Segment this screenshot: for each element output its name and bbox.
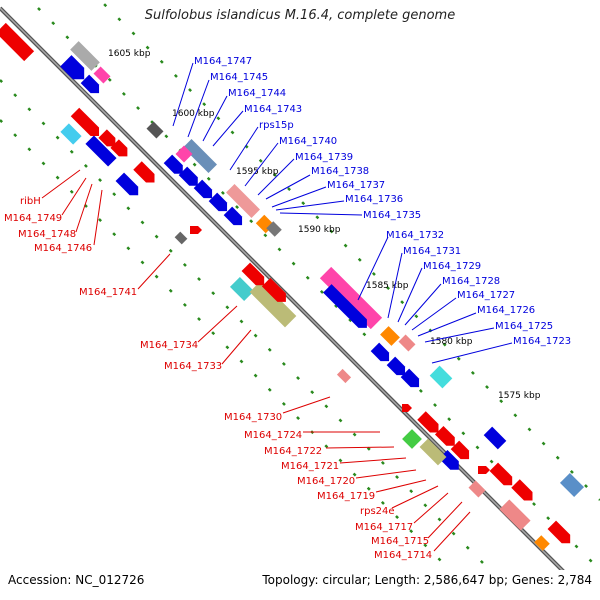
reverse-arrows <box>70 107 571 544</box>
gene-label-m164-1729: M164_1729 <box>423 261 481 272</box>
gene-red-top <box>0 22 35 62</box>
forward-genes <box>0 22 585 498</box>
gene-orange-2 <box>380 326 400 346</box>
blue-connectors <box>172 62 513 364</box>
scale-label-1600: 1600 kbp <box>172 109 215 119</box>
gene-label-m164-1736: M164_1736 <box>345 194 403 205</box>
gene-label-m164-1745: M164_1745 <box>210 72 268 83</box>
gene-label-m164-1730: M164_1730 <box>224 412 282 423</box>
scale-label-1585: 1585 kbp <box>366 281 409 291</box>
gene-label-m164-1722: M164_1722 <box>264 446 322 457</box>
gene-steelblue <box>183 139 217 173</box>
gene-blue-1575 <box>483 426 507 450</box>
backbone <box>0 6 565 570</box>
gene-label-m164-1740: M164_1740 <box>279 136 337 147</box>
gene-label-m164-1717: M164_1717 <box>355 522 413 533</box>
reverse-genes <box>60 123 550 551</box>
outer-tick-track-b <box>98 0 600 501</box>
gene-label-m164-1731: M164_1731 <box>403 246 461 257</box>
gene-label-m164-1733: M164_1733 <box>164 361 222 372</box>
gene-steelblue-2 <box>559 472 585 498</box>
map-title: Sulfolobus islandicus M.16.4, complete g… <box>144 8 456 23</box>
gene-label-m164-1747: M164_1747 <box>194 56 252 67</box>
scale-label-1580: 1580 kbp <box>430 337 473 347</box>
forward-arrows <box>60 55 459 470</box>
gene-label-m164-1748: M164_1748 <box>18 229 76 240</box>
gene-label-m164-1749: M164_1749 <box>4 213 62 224</box>
gene-label-m164-1721: M164_1721 <box>281 461 339 472</box>
gene-dark <box>146 121 164 139</box>
gene-pink-large <box>319 266 383 330</box>
red-gene-labels: ribH M164_1749 M164_1748 M164_1746 M164_… <box>4 196 432 561</box>
gene-pink <box>175 145 193 163</box>
gene-label-m164-1725: M164_1725 <box>495 321 553 332</box>
scale-label-1590: 1590 kbp <box>298 225 341 235</box>
gene-label-m164-1723: M164_1723 <box>513 336 571 347</box>
gene-label-m164-1715: M164_1715 <box>371 536 429 547</box>
gene-label-m164-1746: M164_1746 <box>34 243 92 254</box>
gene-label-rps15p: rps15p <box>259 120 294 131</box>
scale-label-1575: 1575 kbp <box>498 391 541 401</box>
scale-label-1595: 1595 kbp <box>236 167 279 177</box>
blue-gene-labels: M164_1747 M164_1745 M164_1744 M164_1743 … <box>194 56 571 347</box>
gene-label-m164-1719: M164_1719 <box>317 491 375 502</box>
gene-label-m164-1727: M164_1727 <box>457 290 515 301</box>
gene-label-m164-1738: M164_1738 <box>311 166 369 177</box>
gene-label-m164-1743: M164_1743 <box>244 104 302 115</box>
scale-label-1605: 1605 kbp <box>108 49 151 59</box>
genome-summary: Topology: circular; Length: 2,586,647 bp… <box>262 573 592 587</box>
gene-label-m164-1739: M164_1739 <box>295 152 353 163</box>
gene-label-m164-1714: M164_1714 <box>374 550 432 561</box>
red-connectors <box>41 169 471 552</box>
genome-map: 1605 kbp 1600 kbp 1595 kbp 1590 kbp 1585… <box>0 0 600 570</box>
gene-label-m164-1726: M164_1726 <box>477 305 535 316</box>
gene-gray <box>70 41 100 71</box>
gene-label-m164-1728: M164_1728 <box>442 276 500 287</box>
gene-pink-small <box>93 66 111 84</box>
gene-label-m164-1737: M164_1737 <box>327 180 385 191</box>
gene-salmon-2 <box>398 334 416 352</box>
gene-salmon <box>226 184 260 218</box>
scale-labels: 1605 kbp 1600 kbp 1595 kbp 1590 kbp 1585… <box>108 49 541 401</box>
gene-darkgray <box>266 221 282 237</box>
gene-label-m164-1720: M164_1720 <box>297 476 355 487</box>
gene-label-ribh: ribH <box>20 196 41 207</box>
gene-label-m164-1741: M164_1741 <box>79 287 137 298</box>
gene-label-m164-1735: M164_1735 <box>363 210 421 221</box>
gene-cyan <box>429 365 453 389</box>
gene-label-m164-1732: M164_1732 <box>386 230 444 241</box>
gene-label-m164-1724: M164_1724 <box>244 430 302 441</box>
accession-label: Accession: NC_012726 <box>8 573 145 587</box>
gene-label-rps24e: rps24e <box>360 506 395 517</box>
gene-label-m164-1734: M164_1734 <box>140 340 198 351</box>
gene-label-m164-1744: M164_1744 <box>228 88 286 99</box>
